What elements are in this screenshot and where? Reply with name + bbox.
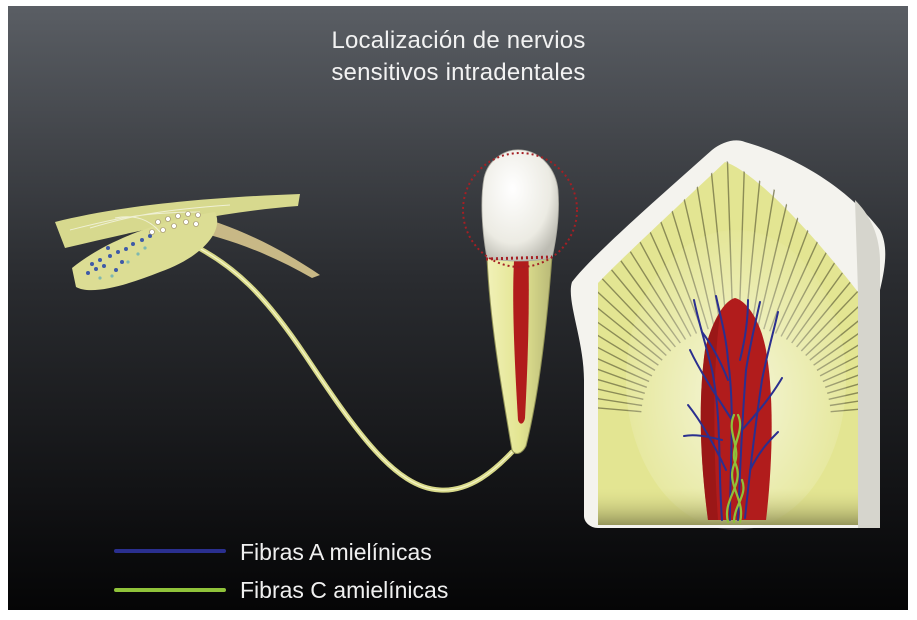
legend-label-a-fibers: Fibras A mielínicas: [240, 539, 432, 566]
enamel-shadow: [855, 200, 880, 528]
diagram-title-line-1: Localización de nervios: [0, 27, 917, 55]
tooth-crown: [482, 150, 559, 261]
legend-item-c-fibers: Fibras C amielínicas: [240, 575, 448, 605]
diagram-title-line-2: sensitivos intradentales: [0, 59, 917, 87]
legend-label-c-fibers: Fibras C amielínicas: [240, 577, 448, 604]
legend-item-a-fibers: Fibras A mielínicas: [240, 537, 432, 567]
